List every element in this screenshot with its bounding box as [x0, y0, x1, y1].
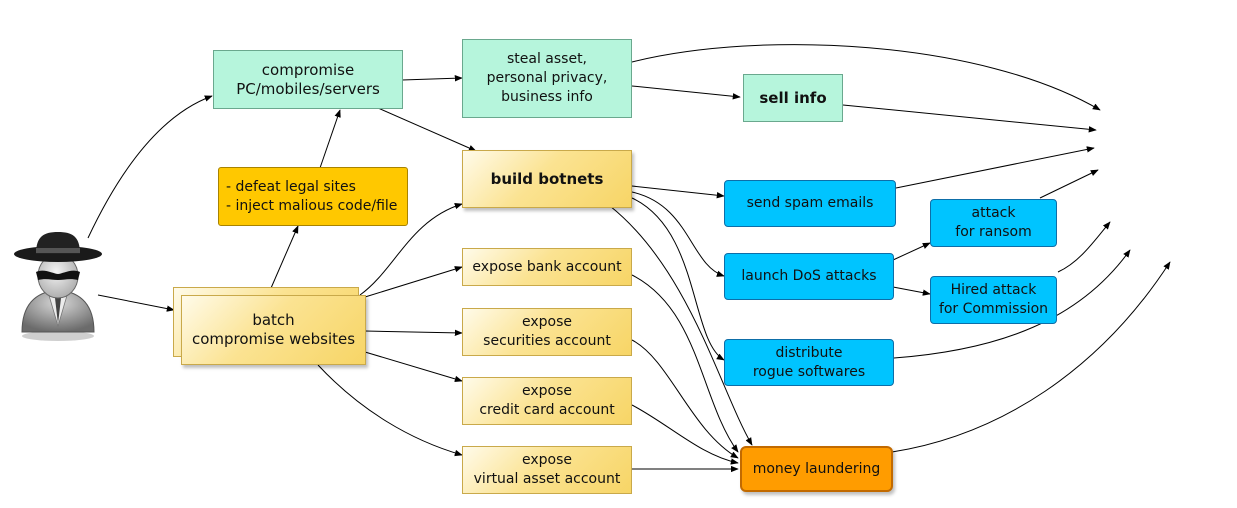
expose-virtual-asset-account-node: expose virtual asset account: [462, 446, 632, 494]
edge-money-to-out: [891, 261, 1171, 453]
edge-batch-to-bank: [364, 266, 463, 298]
attack-for-ransom-node: attack for ransom: [930, 199, 1057, 247]
edge-batch-to-defeat: [267, 225, 299, 296]
distribute-rogue-softwares-node: distribute rogue softwares: [724, 339, 894, 386]
send-spam-emails-node: send spam emails: [724, 180, 896, 227]
edge-batch-to-credit: [364, 351, 463, 383]
launch-dos-attacks-node: launch DoS attacks: [724, 253, 894, 300]
edge-botnets-to-spam: [631, 185, 725, 199]
edge-credit-to-money: [631, 404, 739, 465]
edge-botnets-to-money: [609, 205, 753, 446]
edge-compromise-to-botnets: [377, 107, 477, 152]
edge-steal-to-out: [631, 44, 1101, 111]
sell-info-node: sell info: [743, 74, 843, 122]
defeat-legal-sites-node: - defeat legal sites - inject malious co…: [218, 167, 408, 226]
edge-botnets-to-dos: [631, 191, 725, 277]
edge-rogue-to-out: [893, 249, 1131, 359]
edge-dos-to-hired: [892, 286, 931, 296]
edge-securities-to-money: [631, 339, 739, 459]
edge-defeat-to-compromise-pc: [319, 109, 341, 169]
edge-spam-to-out: [895, 146, 1095, 189]
edge-dos-to-attack: [892, 242, 931, 261]
edge-hacker-to-compromise-pc: [87, 95, 213, 239]
edge-botnets-to-rogue: [631, 197, 725, 361]
expose-credit-card-account-node: expose credit card account: [462, 377, 632, 425]
edge-steal-to-sell: [631, 85, 741, 100]
edge-batch-to-securities: [364, 329, 463, 337]
expose-securities-account-node: expose securities account: [462, 308, 632, 356]
money-laundering-node: money laundering: [740, 446, 893, 492]
expose-bank-account-node: expose bank account: [462, 248, 632, 286]
edge-batch-to-botnets: [359, 203, 463, 296]
hacker-spy-icon: [14, 232, 102, 341]
steal-asset-node: steal asset, personal privacy, business …: [462, 39, 632, 118]
edge-attack-to-out: [1039, 169, 1099, 199]
edge-batch-to-virtual: [317, 364, 463, 457]
build-botnets-node: build botnets: [462, 150, 632, 208]
batch-compromise-websites-node: batch compromise websites: [181, 295, 366, 365]
edge-compromise-to-steal: [401, 75, 463, 82]
edge-hired-to-out: [1057, 221, 1111, 273]
edge-bank-to-money: [631, 274, 739, 453]
compromise-pc-node: compromise PC/mobiles/servers: [213, 50, 403, 109]
hired-attack-node: Hired attack for Commission: [930, 276, 1057, 324]
edge-hacker-to-batch: [97, 294, 175, 312]
edge-sell-to-out: [842, 104, 1097, 133]
